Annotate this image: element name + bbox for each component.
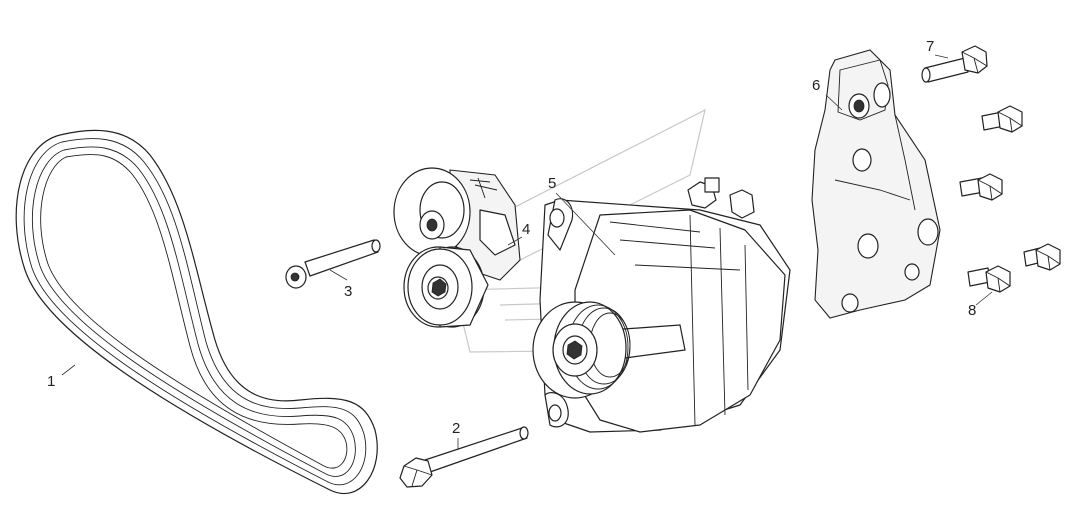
- callout-7: 7: [926, 38, 935, 55]
- leader-lines: [61, 54, 993, 450]
- alternator-5: [532, 177, 791, 433]
- bolt-8b: [959, 173, 1003, 201]
- callout-8: 8: [968, 302, 977, 319]
- bolt-7: [921, 45, 988, 83]
- callout-3: 3: [344, 283, 353, 300]
- callout-5: 5: [548, 175, 557, 192]
- callout-6: 6: [812, 77, 821, 94]
- mounting-bracket-6: [811, 49, 941, 319]
- belt-tensioner-4: [393, 167, 521, 328]
- callout-2: 2: [452, 420, 461, 437]
- callout-1: 1: [47, 373, 56, 390]
- bolt-8d: [967, 265, 1011, 293]
- callout-4: 4: [522, 221, 531, 238]
- drive-belt: [15, 129, 378, 495]
- bolt-8a: [981, 105, 1023, 133]
- bolt-8c: [1023, 243, 1061, 271]
- bolt-socket-3: [285, 239, 381, 289]
- bolt-long-2: [399, 426, 529, 488]
